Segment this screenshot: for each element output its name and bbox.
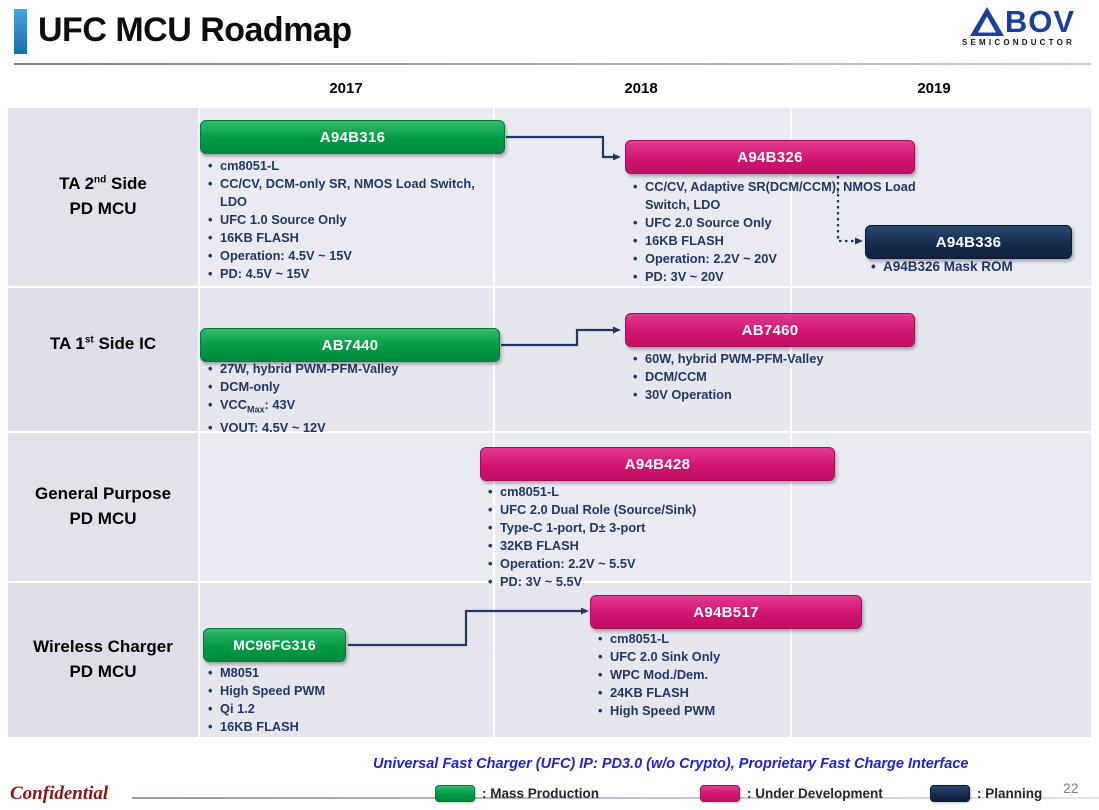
- row-label-line1: TA 1st Side IC: [49, 334, 157, 354]
- footer-note: Universal Fast Charger (UFC) IP: PD3.0 (…: [373, 756, 969, 772]
- bottom-divider: [132, 797, 1099, 799]
- page-number: 22: [1063, 780, 1079, 796]
- bullet-item: 16KB FLASH: [207, 718, 487, 736]
- bullet-item: cm8051-L: [487, 483, 827, 501]
- row-label-line2: PD MCU: [69, 662, 137, 681]
- bullet-item: UFC 1.0 Source Only: [207, 211, 505, 229]
- row-label-line1: General Purpose: [34, 484, 172, 504]
- legend-label-under-development: : Under Development: [747, 786, 883, 801]
- bullet-list-ab7440: 27W, hybrid PWM-PFM-ValleyDCM-onlyVCCMax…: [207, 360, 505, 437]
- bullet-item: 16KB FLASH: [632, 232, 928, 250]
- bullet-item: 24KB FLASH: [597, 684, 877, 702]
- bullet-item: DCM-only: [207, 378, 505, 396]
- bullet-list-a94b428: cm8051-LUFC 2.0 Dual Role (Source/Sink)T…: [487, 483, 827, 591]
- bullet-list-a94b336: A94B326 Mask ROM: [870, 258, 1090, 276]
- bullet-item: WPC Mod./Dem.: [597, 666, 877, 684]
- legend-item-planning: : Planning: [930, 785, 1042, 802]
- row-label-wireless-charger: Wireless Charger PD MCU: [8, 583, 200, 737]
- year-label-2018: 2018: [624, 80, 658, 97]
- bullet-list-ab7460: 60W, hybrid PWM-PFM-ValleyDCM/CCM30V Ope…: [632, 350, 928, 404]
- legend-label-planning: : Planning: [977, 786, 1043, 801]
- bullet-item: M8051: [207, 664, 487, 682]
- bullet-item: Qi 1.2: [207, 700, 487, 718]
- legend-swatch-mass-production: [435, 785, 475, 802]
- bullet-item: PD: 3V ~ 20V: [632, 268, 928, 286]
- bullet-list-a94b517: cm8051-LUFC 2.0 Sink OnlyWPC Mod./Dem.24…: [597, 630, 877, 720]
- year-label-2019: 2019: [917, 80, 951, 97]
- year-label-2017: 2017: [329, 80, 363, 97]
- bullet-item: Type-C 1-port, D± 3-port: [487, 519, 827, 537]
- roadmap-box-mc96fg316: MC96FG316: [203, 628, 346, 662]
- bullet-item: UFC 2.0 Sink Only: [597, 648, 877, 666]
- bullet-item: CC/CV, DCM-only SR, NMOS Load Switch, LD…: [207, 175, 505, 211]
- legend-item-mass-production: : Mass Production: [435, 785, 599, 802]
- roadmap-box-a94b428: A94B428: [480, 447, 835, 481]
- bullet-item: High Speed PWM: [597, 702, 877, 720]
- bullet-item: Operation: 4.5V ~ 15V: [207, 247, 505, 265]
- bullet-item: PD: 3V ~ 5.5V: [487, 573, 827, 591]
- row-label-line1: Wireless Charger: [33, 637, 173, 657]
- bullet-list-mc96fg316: M8051High Speed PWMQi 1.216KB FLASH: [207, 664, 487, 736]
- bullet-item: Operation: 2.2V ~ 5.5V: [487, 555, 827, 573]
- roadmap-box-a94b316: A94B316: [200, 120, 505, 154]
- bullet-item: UFC 2.0 Dual Role (Source/Sink): [487, 501, 827, 519]
- title-divider: [14, 63, 1091, 65]
- bullet-item: Operation: 2.2V ~ 20V: [632, 250, 928, 268]
- bullet-item: 60W, hybrid PWM-PFM-Valley: [632, 350, 928, 368]
- row-label-general-purpose: General Purpose PD MCU: [8, 433, 200, 581]
- roadmap-box-a94b336: A94B336: [865, 225, 1072, 259]
- bullet-item: cm8051-L: [207, 157, 505, 175]
- grid-row-wireless-charger: Wireless Charger PD MCU: [8, 583, 1091, 739]
- bullet-item: cm8051-L: [597, 630, 877, 648]
- bullet-item: UFC 2.0 Source Only: [632, 214, 928, 232]
- bullet-item: High Speed PWM: [207, 682, 487, 700]
- roadmap-box-ab7460: AB7460: [625, 313, 915, 347]
- bullet-item: PD: 4.5V ~ 15V: [207, 265, 505, 283]
- roadmap-box-ab7440: AB7440: [200, 328, 500, 362]
- page-title: UFC MCU Roadmap: [38, 11, 352, 49]
- legend-swatch-planning: [930, 785, 970, 802]
- abov-logo: BOV SEMICONDUCTOR: [961, 4, 1075, 47]
- bullet-item: 16KB FLASH: [207, 229, 505, 247]
- abov-logo-wordmark: BOV: [962, 4, 1075, 39]
- abov-logo-text: BOV: [1004, 4, 1075, 39]
- row-label-line2: PD MCU: [69, 509, 137, 528]
- legend-swatch-under-development: [700, 785, 740, 802]
- bullet-item: 32KB FLASH: [487, 537, 827, 555]
- bullet-item: VOUT: 4.5V ~ 12V: [207, 419, 505, 437]
- row-label-ta-1st-side: TA 1st Side IC: [8, 288, 200, 431]
- legend-item-under-development: : Under Development: [700, 785, 883, 802]
- roadmap-box-a94b326: A94B326: [625, 140, 915, 174]
- title-accent-bar: [14, 9, 27, 54]
- roadmap-box-a94b517: A94B517: [590, 595, 862, 629]
- bullet-list-a94b316: cm8051-LCC/CV, DCM-only SR, NMOS Load Sw…: [207, 157, 505, 283]
- bullet-item: 30V Operation: [632, 386, 928, 404]
- row-label-line1: TA 2nd Side: [59, 174, 147, 194]
- bullet-item: CC/CV, Adaptive SR(DCM/CCM), NMOS Load S…: [632, 178, 928, 214]
- bullet-item: A94B326 Mask ROM: [870, 258, 1090, 276]
- bullet-item: DCM/CCM: [632, 368, 928, 386]
- bullet-item: 27W, hybrid PWM-PFM-Valley: [207, 360, 505, 378]
- column-divider-2018-2019: [790, 108, 792, 745]
- row-label-line2: PD MCU: [69, 199, 137, 218]
- legend-label-mass-production: : Mass Production: [482, 786, 600, 801]
- confidential-marking: Confidential: [10, 783, 109, 804]
- row-label-ta-2nd-side: TA 2nd Side PD MCU: [8, 108, 200, 286]
- abov-logo-subtext: SEMICONDUCTOR: [961, 38, 1075, 47]
- bullet-item: VCCMax: 43V: [207, 396, 505, 419]
- grid-row-ta-1st-side: TA 1st Side IC: [8, 288, 1091, 433]
- roadmap-grid: TA 2nd Side PD MCU TA 1st Side IC Genera…: [8, 108, 1091, 745]
- abov-a-triangle-icon: [969, 7, 1004, 36]
